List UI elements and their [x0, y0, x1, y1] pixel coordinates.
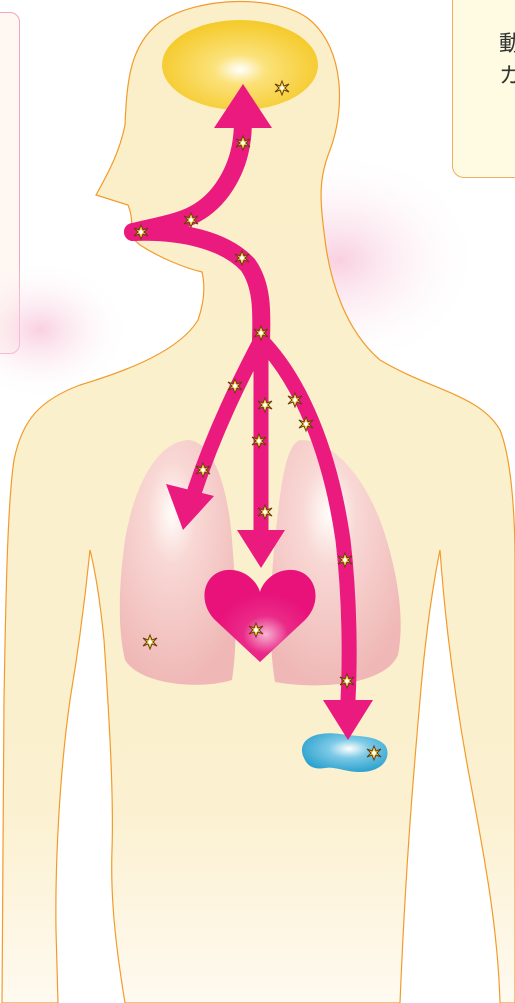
- callout-line-1: 動: [499, 32, 515, 57]
- callout-text: 動 カ: [499, 29, 515, 93]
- right-callout-box: 動 カ: [452, 0, 515, 178]
- callout-line-2: カ: [499, 64, 515, 89]
